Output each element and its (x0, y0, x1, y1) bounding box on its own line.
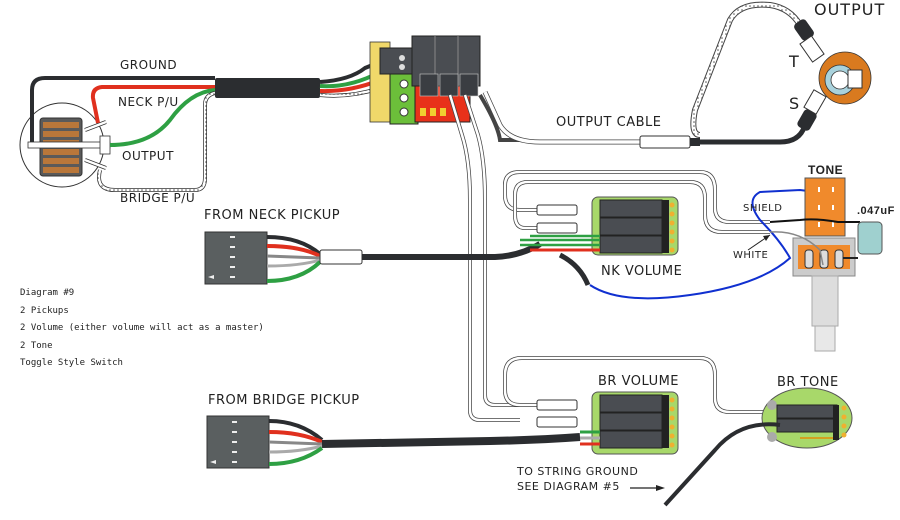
string-ground-line1: TO STRING GROUND (517, 465, 639, 478)
tone-label: TONE (808, 163, 844, 177)
sleeve-label: S (789, 94, 801, 113)
ground-label: GROUND (120, 58, 178, 72)
capacitor (857, 221, 883, 255)
neck-connector (204, 231, 268, 285)
jack-label: OUTPUT (814, 0, 886, 19)
br-tone-label: BR TONE (777, 375, 839, 390)
diagram-notes: Diagram #9 2 Pickups 2 Volume (either vo… (20, 285, 264, 373)
toggle-switch (369, 35, 481, 125)
note-title: Diagram #9 (20, 288, 75, 298)
bridge-cable (321, 433, 581, 448)
note-volume: 2 Volume (either volume will act as a ma… (20, 323, 264, 333)
note-pickups: 2 Pickups (20, 305, 69, 316)
note-switch: Toggle Style Switch (20, 358, 123, 368)
output-jack (794, 19, 872, 131)
output-cable-label: OUTPUT CABLE (556, 115, 662, 130)
string-ground-line2: SEE DIAGRAM #5 (517, 480, 620, 493)
tip-label: T (789, 52, 800, 71)
heat-shrink (215, 78, 320, 98)
nk-volume-pot (591, 196, 679, 256)
br-volume-pot (591, 391, 679, 455)
tone-pot (792, 177, 856, 352)
shield-label: SHIELD (743, 203, 783, 214)
blue-wire (589, 188, 836, 300)
nk-volume-label: NK VOLUME (601, 264, 683, 279)
white-label: WHITE (733, 250, 769, 261)
bridge-connector (206, 415, 270, 469)
neck-wire (90, 85, 215, 124)
note-tone: 2 Tone (20, 340, 53, 351)
br-volume-label: BR VOLUME (598, 374, 680, 389)
output-wire (109, 88, 216, 147)
pickup (19, 102, 111, 188)
capacitor-label: .047uF (857, 205, 895, 217)
br-tone-pot (761, 387, 853, 449)
output-label: OUTPUT (122, 149, 174, 163)
neck-pickup-label: FROM NECK PICKUP (204, 208, 341, 223)
neck-cable (362, 241, 542, 260)
bridge-pickup-label: FROM BRIDGE PICKUP (208, 393, 360, 408)
bridge-pu-label: BRIDGE P/U (120, 191, 196, 205)
neck-pu-label: NECK P/U (118, 95, 179, 109)
ground-wire (30, 76, 215, 142)
